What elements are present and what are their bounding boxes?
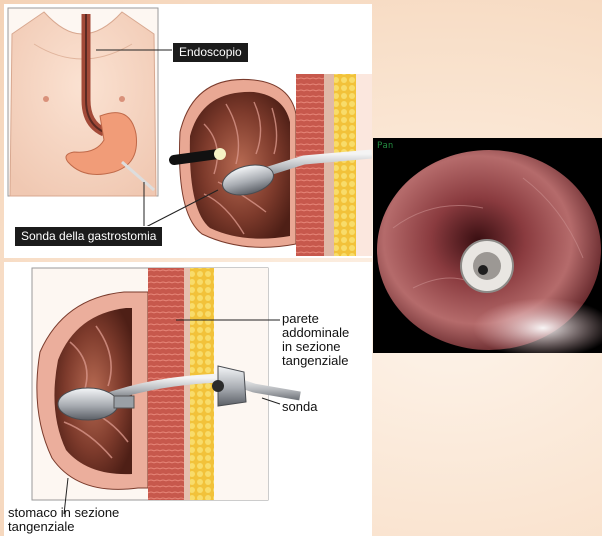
tube-label: sonda: [282, 400, 317, 414]
camera-overlay-text: Pan: [377, 141, 393, 151]
abdominal-wall-label: parete addominale in sezione tangenziale: [282, 312, 349, 368]
stomach-label: stomaco in sezione tangenziale: [8, 506, 119, 534]
top-illustration-panel: Endoscopio Sonda della gastrostomia: [4, 4, 372, 258]
endoscope-label: Endoscopio: [172, 42, 249, 63]
gastrostomy-tube-label: Sonda della gastrostomia: [14, 226, 163, 247]
bottom-illustration-panel: parete addominale in sezione tangenziale…: [4, 262, 372, 536]
endoscopic-photo: Pan: [373, 138, 602, 353]
endoscopic-view-image: [373, 138, 602, 353]
